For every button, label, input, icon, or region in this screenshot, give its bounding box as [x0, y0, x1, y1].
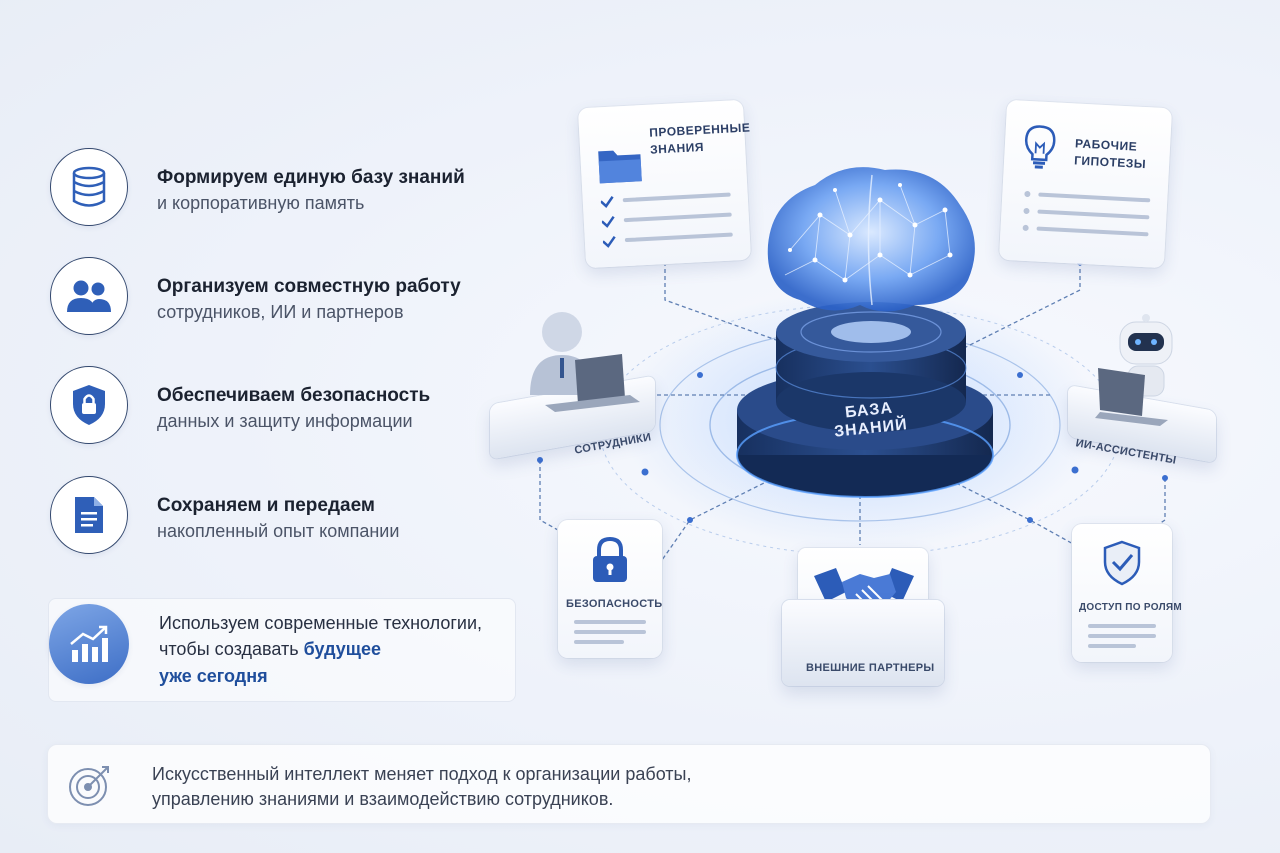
- feature-title: Обеспечиваем безопасность: [157, 385, 431, 406]
- promo-line-2: чтобы создавать будущее: [159, 639, 381, 660]
- security-label: Безопасность: [566, 598, 663, 610]
- lines-icon: [574, 620, 646, 644]
- feature-knowledge-base: Формируем единую базу знаний и корпорати…: [50, 148, 510, 228]
- security-card: Безопасность: [558, 520, 662, 658]
- partners-label: Внешние партнеры: [806, 662, 935, 674]
- working-hypotheses-card: Рабочие гипотезы: [998, 99, 1173, 269]
- role-access-label: Доступ по ролям: [1079, 602, 1183, 613]
- padlock-icon: [590, 536, 630, 589]
- promo-highlight-line: уже сегодня: [159, 666, 268, 686]
- feature-subtitle: накопленный опыт компании: [157, 521, 400, 541]
- document-icon: [50, 476, 128, 554]
- feature-title: Сохраняем и передаем: [157, 495, 375, 516]
- feature-experience: Сохраняем и передаем накопленный опыт ко…: [50, 476, 510, 556]
- lines-icon: [1088, 624, 1156, 648]
- feature-title: Формируем единую базу знаний: [157, 167, 465, 188]
- footer-banner: Искусственный интеллект меняет подход к …: [47, 744, 1211, 824]
- shield-lock-icon: [50, 366, 128, 444]
- folder-icon: [596, 143, 644, 190]
- feature-collaboration: Организуем совместную работу сотрудников…: [50, 257, 510, 337]
- users-icon: [50, 257, 128, 335]
- role-access-card: Доступ по ролям: [1072, 524, 1182, 662]
- promo-panel: Используем современные технологии, чтобы…: [48, 598, 516, 702]
- feature-security: Обеспечиваем безопасность данных и защит…: [50, 366, 510, 446]
- feature-subtitle: сотрудников, ИИ и партнеров: [157, 302, 404, 322]
- shield-check-icon: [1102, 540, 1142, 591]
- feature-title: Организуем совместную работу: [157, 276, 461, 297]
- verified-knowledge-card: Проверенные знания: [577, 99, 752, 269]
- promo-highlight: будущее: [303, 639, 381, 659]
- target-icon: [66, 761, 114, 814]
- database-icon: [50, 148, 128, 226]
- footer-line-1: Искусственный интеллект меняет подход к …: [152, 764, 692, 784]
- footer-line-2: управлению знаниями и взаимодействию сот…: [152, 789, 614, 809]
- list-lines-icon: [1022, 190, 1151, 237]
- feature-subtitle: и корпоративную память: [157, 193, 365, 213]
- promo-line-2-start: чтобы создавать: [159, 639, 304, 659]
- feature-subtitle: данных и защиту информации: [157, 411, 413, 431]
- checklist-icon: [600, 192, 733, 248]
- partners-platform: [782, 600, 944, 686]
- growth-chart-icon: [49, 604, 129, 684]
- promo-line-1: Используем современные технологии,: [159, 613, 483, 633]
- lightbulb-icon: [1021, 123, 1058, 176]
